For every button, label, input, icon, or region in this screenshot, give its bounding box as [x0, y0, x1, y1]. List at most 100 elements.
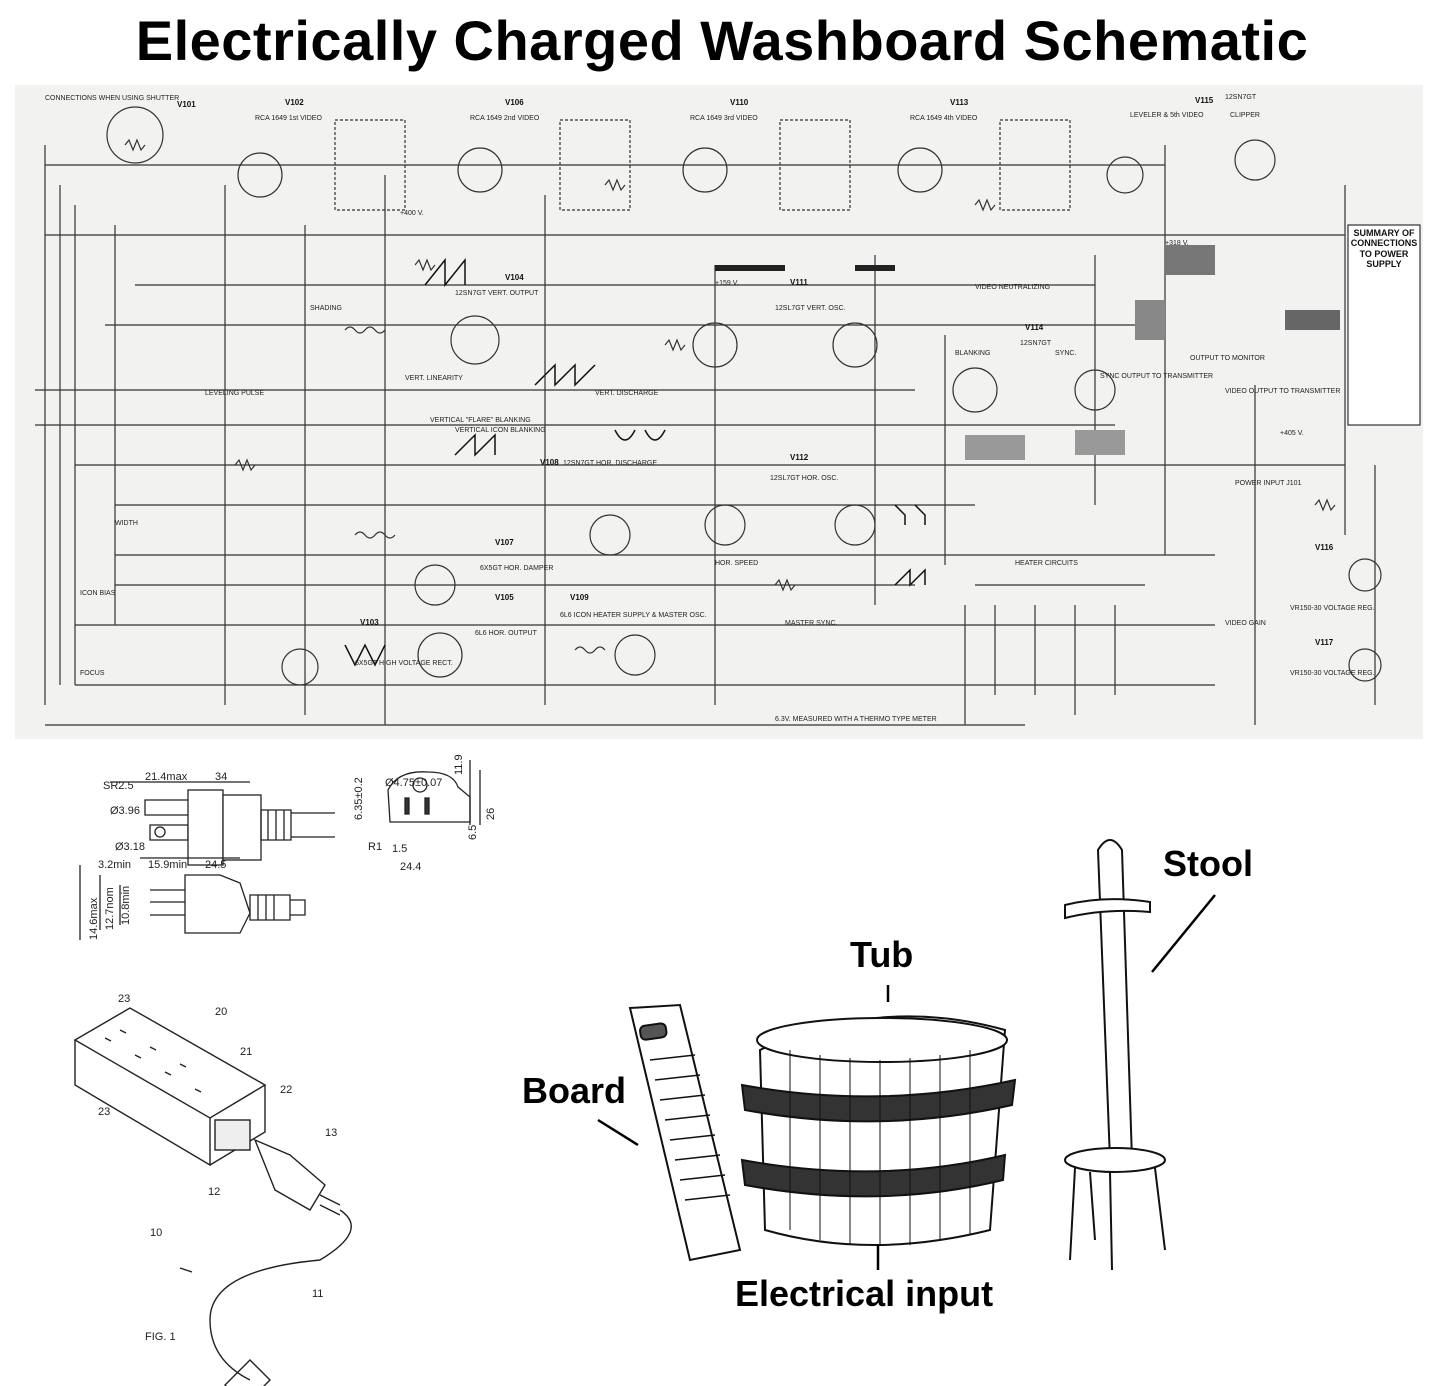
svg-text:26: 26 — [485, 808, 497, 820]
svg-text:RCA 1649 3rd VIDEO: RCA 1649 3rd VIDEO — [690, 115, 758, 122]
page-title: Electrically Charged Washboard Schematic — [135, 9, 1309, 72]
svg-text:V114: V114 — [1025, 323, 1044, 332]
svg-text:FIG. 1: FIG. 1 — [145, 1331, 176, 1343]
svg-text:VR150-30 VOLTAGE REG.: VR150-30 VOLTAGE REG. — [1290, 670, 1375, 677]
svg-text:6.3V. MEASURED WITH A THERMO T: 6.3V. MEASURED WITH A THERMO TYPE METER — [775, 716, 937, 723]
svg-text:V117: V117 — [1315, 638, 1334, 647]
svg-text:V115: V115 — [1195, 96, 1214, 105]
schematic-notes: CONNECTIONS WHEN USING SHUTTER LEVELER &… — [45, 95, 1340, 723]
svg-text:LEVELER & 5th VIDEO: LEVELER & 5th VIDEO — [1130, 112, 1204, 119]
waveform-sketches — [344, 257, 926, 667]
svg-text:6L6 HOR. OUTPUT: 6L6 HOR. OUTPUT — [475, 630, 538, 637]
plug-dimension-drawing — [79, 760, 481, 940]
svg-text:HEATER CIRCUITS: HEATER CIRCUITS — [1015, 560, 1078, 567]
stool-drawing — [1064, 839, 1166, 1271]
svg-text:VR150-30 VOLTAGE REG.: VR150-30 VOLTAGE REG. — [1290, 605, 1375, 612]
svg-text:24.5: 24.5 — [205, 859, 226, 871]
svg-text:SHADING: SHADING — [310, 305, 342, 312]
illustrations: SR2.5 21.4max 34 Ø3.96 Ø3.18 3.2min 15.9… — [73, 754, 1216, 1386]
svg-text:12SN7GT: 12SN7GT — [1020, 340, 1052, 347]
svg-text:+318 V.: +318 V. — [1165, 240, 1189, 247]
svg-text:CONNECTIONS WHEN USING SHUTTER: CONNECTIONS WHEN USING SHUTTER — [45, 95, 179, 102]
svg-text:12.7nom: 12.7nom — [104, 887, 116, 930]
svg-text:V105: V105 — [495, 593, 514, 602]
svg-text:LEVELING PULSE: LEVELING PULSE — [205, 390, 264, 397]
svg-text:12SN7GT: 12SN7GT — [1225, 94, 1257, 101]
svg-text:6L6 ICON HEATER SUPPLY & MASTE: 6L6 ICON HEATER SUPPLY & MASTER OSC. — [560, 612, 707, 619]
svg-text:WIDTH: WIDTH — [115, 520, 138, 527]
svg-text:+400 V.: +400 V. — [400, 210, 424, 217]
svg-text:12SN7GT HOR. DISCHARGE: 12SN7GT HOR. DISCHARGE — [563, 460, 657, 467]
svg-text:23: 23 — [98, 1106, 110, 1118]
svg-text:VERTICAL ICON BLANKING: VERTICAL ICON BLANKING — [455, 427, 546, 434]
svg-text:V110: V110 — [730, 98, 749, 107]
power-supply-summary-note: SUMMARY OF CONNECTIONS TO POWER SUPPLY — [1350, 228, 1418, 270]
svg-text:24.4: 24.4 — [400, 861, 421, 873]
svg-text:RCA 1649 1st VIDEO: RCA 1649 1st VIDEO — [255, 115, 322, 122]
svg-text:RCA 1649 4th VIDEO: RCA 1649 4th VIDEO — [910, 115, 978, 122]
svg-text:VIDEO NEUTRALIZING: VIDEO NEUTRALIZING — [975, 284, 1050, 291]
svg-text:21.4max: 21.4max — [145, 771, 188, 783]
washboard-drawing — [628, 1003, 742, 1262]
svg-text:12SN7GT VERT. OUTPUT: 12SN7GT VERT. OUTPUT — [455, 290, 539, 297]
svg-text:34: 34 — [215, 771, 227, 783]
svg-text:RCA 1649 2nd VIDEO: RCA 1649 2nd VIDEO — [470, 115, 540, 122]
label-tub: Tub — [850, 934, 914, 975]
svg-text:12SL7GT HOR. OSC.: 12SL7GT HOR. OSC. — [770, 475, 838, 482]
svg-text:POWER INPUT J101: POWER INPUT J101 — [1235, 480, 1301, 487]
svg-text:SYNC OUTPUT TO TRANSMITTER: SYNC OUTPUT TO TRANSMITTER — [1100, 373, 1213, 380]
svg-text:6.35±0.2: 6.35±0.2 — [353, 777, 365, 820]
svg-text:1.5: 1.5 — [392, 843, 407, 855]
svg-text:+159 V.: +159 V. — [715, 280, 739, 287]
svg-text:13: 13 — [325, 1127, 337, 1139]
svg-text:11: 11 — [312, 1288, 323, 1300]
svg-text:12: 12 — [208, 1186, 220, 1198]
leader-lines — [597, 894, 1216, 1270]
svg-text:VERT. DISCHARGE: VERT. DISCHARGE — [595, 390, 659, 397]
svg-text:11.9: 11.9 — [453, 754, 465, 775]
svg-text:V104: V104 — [505, 273, 524, 282]
svg-text:MASTER SYNC.: MASTER SYNC. — [785, 620, 838, 627]
svg-text:BLANKING: BLANKING — [955, 350, 990, 357]
schematic-wiring — [35, 106, 1421, 726]
svg-text:15.9min: 15.9min — [148, 859, 187, 871]
svg-text:14.6max: 14.6max — [88, 897, 100, 940]
svg-text:21: 21 — [240, 1046, 252, 1058]
tube-id: V101 — [177, 100, 196, 109]
svg-text:Ø3.18: Ø3.18 — [115, 841, 145, 853]
svg-text:HOR. SPEED: HOR. SPEED — [715, 560, 758, 567]
svg-text:ICON BIAS: ICON BIAS — [80, 590, 116, 597]
label-board: Board — [522, 1070, 627, 1111]
svg-text:+405 V.: +405 V. — [1280, 430, 1304, 437]
svg-text:CLIPPER: CLIPPER — [1230, 112, 1260, 119]
svg-text:V106: V106 — [505, 98, 524, 107]
svg-text:10.8min: 10.8min — [120, 886, 132, 925]
svg-text:SR2.5: SR2.5 — [103, 780, 134, 792]
svg-text:V109: V109 — [570, 593, 589, 602]
svg-text:V116: V116 — [1315, 543, 1334, 552]
label-stool: Stool — [1163, 843, 1253, 884]
svg-text:6X5GT HOR. DAMPER: 6X5GT HOR. DAMPER — [480, 565, 553, 572]
svg-text:20: 20 — [215, 1006, 227, 1018]
svg-text:6.5: 6.5 — [467, 825, 479, 840]
svg-text:SYNC.: SYNC. — [1055, 350, 1076, 357]
label-electrical-input: Electrical input — [735, 1273, 994, 1314]
svg-text:VIDEO GAIN: VIDEO GAIN — [1225, 620, 1266, 627]
svg-text:R1: R1 — [368, 841, 382, 853]
svg-text:22: 22 — [280, 1084, 292, 1096]
svg-text:V113: V113 — [950, 98, 969, 107]
svg-text:V102: V102 — [285, 98, 304, 107]
svg-text:10: 10 — [150, 1227, 162, 1239]
svg-text:6X5GT HIGH VOLTAGE RECT.: 6X5GT HIGH VOLTAGE RECT. — [355, 660, 453, 667]
svg-text:V107: V107 — [495, 538, 514, 547]
svg-text:FOCUS: FOCUS — [80, 670, 105, 677]
svg-text:V112: V112 — [790, 453, 809, 462]
power-strip-patent-figure — [73, 1007, 352, 1386]
waveform-photos — [715, 245, 1340, 460]
tub-drawing — [740, 1015, 1017, 1246]
patent-reference-numbers: 20 23 21 22 23 13 12 10 11 FIG. 1 — [98, 993, 337, 1343]
plug-dimensions: SR2.5 21.4max 34 Ø3.96 Ø3.18 3.2min 15.9… — [88, 754, 497, 940]
svg-text:12SL7GT VERT. OSC.: 12SL7GT VERT. OSC. — [775, 305, 846, 312]
svg-text:V103: V103 — [360, 618, 379, 627]
